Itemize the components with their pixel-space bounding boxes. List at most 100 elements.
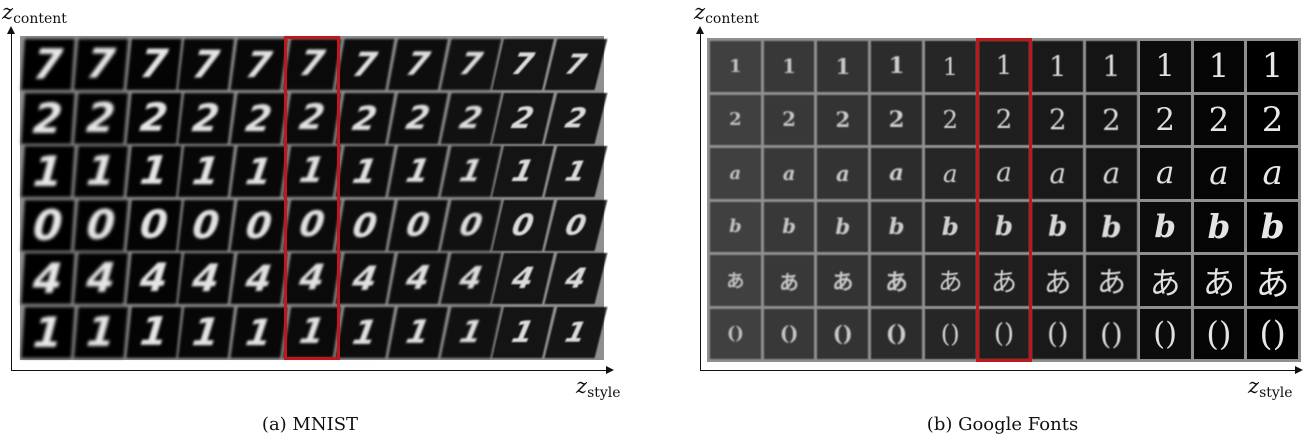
y-axis-label: zcontent	[2, 2, 67, 26]
sample-image-cell: ()	[1086, 309, 1137, 360]
sample-image-cell: 1	[178, 307, 234, 358]
sample-image-cell: 4	[21, 253, 74, 304]
sample-image-cell: 4	[440, 253, 501, 304]
sample-image-cell: 4	[545, 253, 607, 304]
sample-image-cell: 2	[335, 93, 394, 144]
sample-image-cell: 1	[74, 146, 128, 197]
sample-image-cell: 2	[1247, 95, 1298, 146]
sample-image-cell: 1	[74, 307, 128, 358]
sample-image-cell: 0	[440, 200, 501, 251]
sample-image-cell: 2	[1086, 95, 1137, 146]
sample-image-cell: 2	[817, 95, 868, 146]
sample-image-cell: 1	[1140, 41, 1191, 92]
y-axis-label: zcontent	[694, 2, 759, 26]
sample-image-cell: a	[1194, 148, 1245, 199]
y-axis-arrow	[700, 33, 701, 371]
sample-image-cell: 1	[493, 307, 554, 358]
sample-image-cell: 2	[1194, 95, 1245, 146]
sample-image-cell: 1	[388, 307, 448, 358]
sample-image-cell: 1	[710, 41, 761, 92]
sample-image-cell: b	[1247, 202, 1298, 253]
sample-image-cell: 1	[1247, 41, 1298, 92]
sample-image-cell: b	[817, 202, 868, 253]
x-axis-label: zstyle	[576, 376, 621, 400]
sample-image-cell: 1	[440, 146, 501, 197]
sample-image-cell: 2	[440, 93, 501, 144]
sample-image-cell: 7	[545, 39, 607, 90]
sample-image-cell: 1	[925, 41, 976, 92]
sample-image-cell: 7	[335, 39, 394, 90]
sample-image-cell: b	[979, 202, 1030, 253]
sample-image-cell: 0	[74, 200, 128, 251]
sample-image-cell: あ	[817, 255, 868, 306]
sample-image-cell: b	[1086, 202, 1137, 253]
sample-image-cell: 0	[178, 200, 234, 251]
sample-image-cell: 1	[231, 146, 288, 197]
sample-image-cell: 1	[126, 307, 181, 358]
sample-image-cell: 1	[1086, 41, 1137, 92]
sample-image-cell: a	[979, 148, 1030, 199]
sample-image-cell: 0	[21, 200, 74, 251]
sample-image-cell: 1	[545, 146, 607, 197]
sample-image-cell: b	[1140, 202, 1191, 253]
sample-image-cell: a	[1086, 148, 1137, 199]
sample-image-cell: a	[925, 148, 976, 199]
sample-image-cell: 1	[283, 146, 341, 197]
sample-image-cell: 1	[1032, 41, 1083, 92]
sample-image-cell: 7	[388, 39, 448, 90]
sample-image-cell: 0	[493, 200, 554, 251]
sample-image-cell: ()	[1140, 309, 1191, 360]
x-axis-arrow	[11, 370, 607, 371]
sample-image-cell: 2	[925, 95, 976, 146]
sample-image-cell: 4	[335, 253, 394, 304]
sample-image-cell: あ	[1247, 255, 1298, 306]
sample-image-cell: 1	[231, 307, 288, 358]
sample-image-cell: a	[1247, 148, 1298, 199]
sample-image-cell: 2	[545, 93, 607, 144]
sample-image-cell: 2	[231, 93, 288, 144]
sample-image-cell: あ	[1194, 255, 1245, 306]
sample-image-cell: 7	[74, 39, 128, 90]
sample-image-cell: 1	[979, 41, 1030, 92]
sample-image-cell: 1	[388, 146, 448, 197]
sample-image-cell: 2	[74, 93, 128, 144]
sample-image-cell: 0	[388, 200, 448, 251]
sample-image-cell: a	[871, 148, 922, 199]
sample-image-cell: 2	[1140, 95, 1191, 146]
sample-image-cell: 1	[440, 307, 501, 358]
sample-image-cell: 4	[493, 253, 554, 304]
sample-image-cell: a	[764, 148, 815, 199]
sample-image-cell: あ	[925, 255, 976, 306]
sample-image-cell: 1	[21, 307, 74, 358]
sample-image-cell: 2	[979, 95, 1030, 146]
sample-image-cell: 1	[1194, 41, 1245, 92]
sample-image-cell: 0	[545, 200, 607, 251]
sample-image-cell: 1	[493, 146, 554, 197]
sample-image-cell: 2	[1032, 95, 1083, 146]
sample-image-cell: 7	[178, 39, 234, 90]
sample-image-cell: あ	[1086, 255, 1137, 306]
sample-image-cell: 1	[817, 41, 868, 92]
sample-image-cell: 7	[440, 39, 501, 90]
sample-image-cell: ()	[1247, 309, 1298, 360]
sample-image-cell: 0	[283, 200, 341, 251]
sample-image-cell: 7	[126, 39, 181, 90]
sample-image-cell: 2	[764, 95, 815, 146]
sample-image-cell: ()	[710, 309, 761, 360]
sample-image-cell: a	[1032, 148, 1083, 199]
sample-image-cell: 7	[231, 39, 288, 90]
sample-image-cell: a	[817, 148, 868, 199]
sample-image-cell: 1	[871, 41, 922, 92]
sample-image-cell: あ	[979, 255, 1030, 306]
sample-image-cell: b	[1032, 202, 1083, 253]
sample-image-cell: あ	[710, 255, 761, 306]
sample-image-cell: a	[710, 148, 761, 199]
sample-image-cell: b	[1194, 202, 1245, 253]
sample-image-cell: b	[710, 202, 761, 253]
sample-image-cell: 4	[388, 253, 448, 304]
sample-image-cell: 2	[871, 95, 922, 146]
